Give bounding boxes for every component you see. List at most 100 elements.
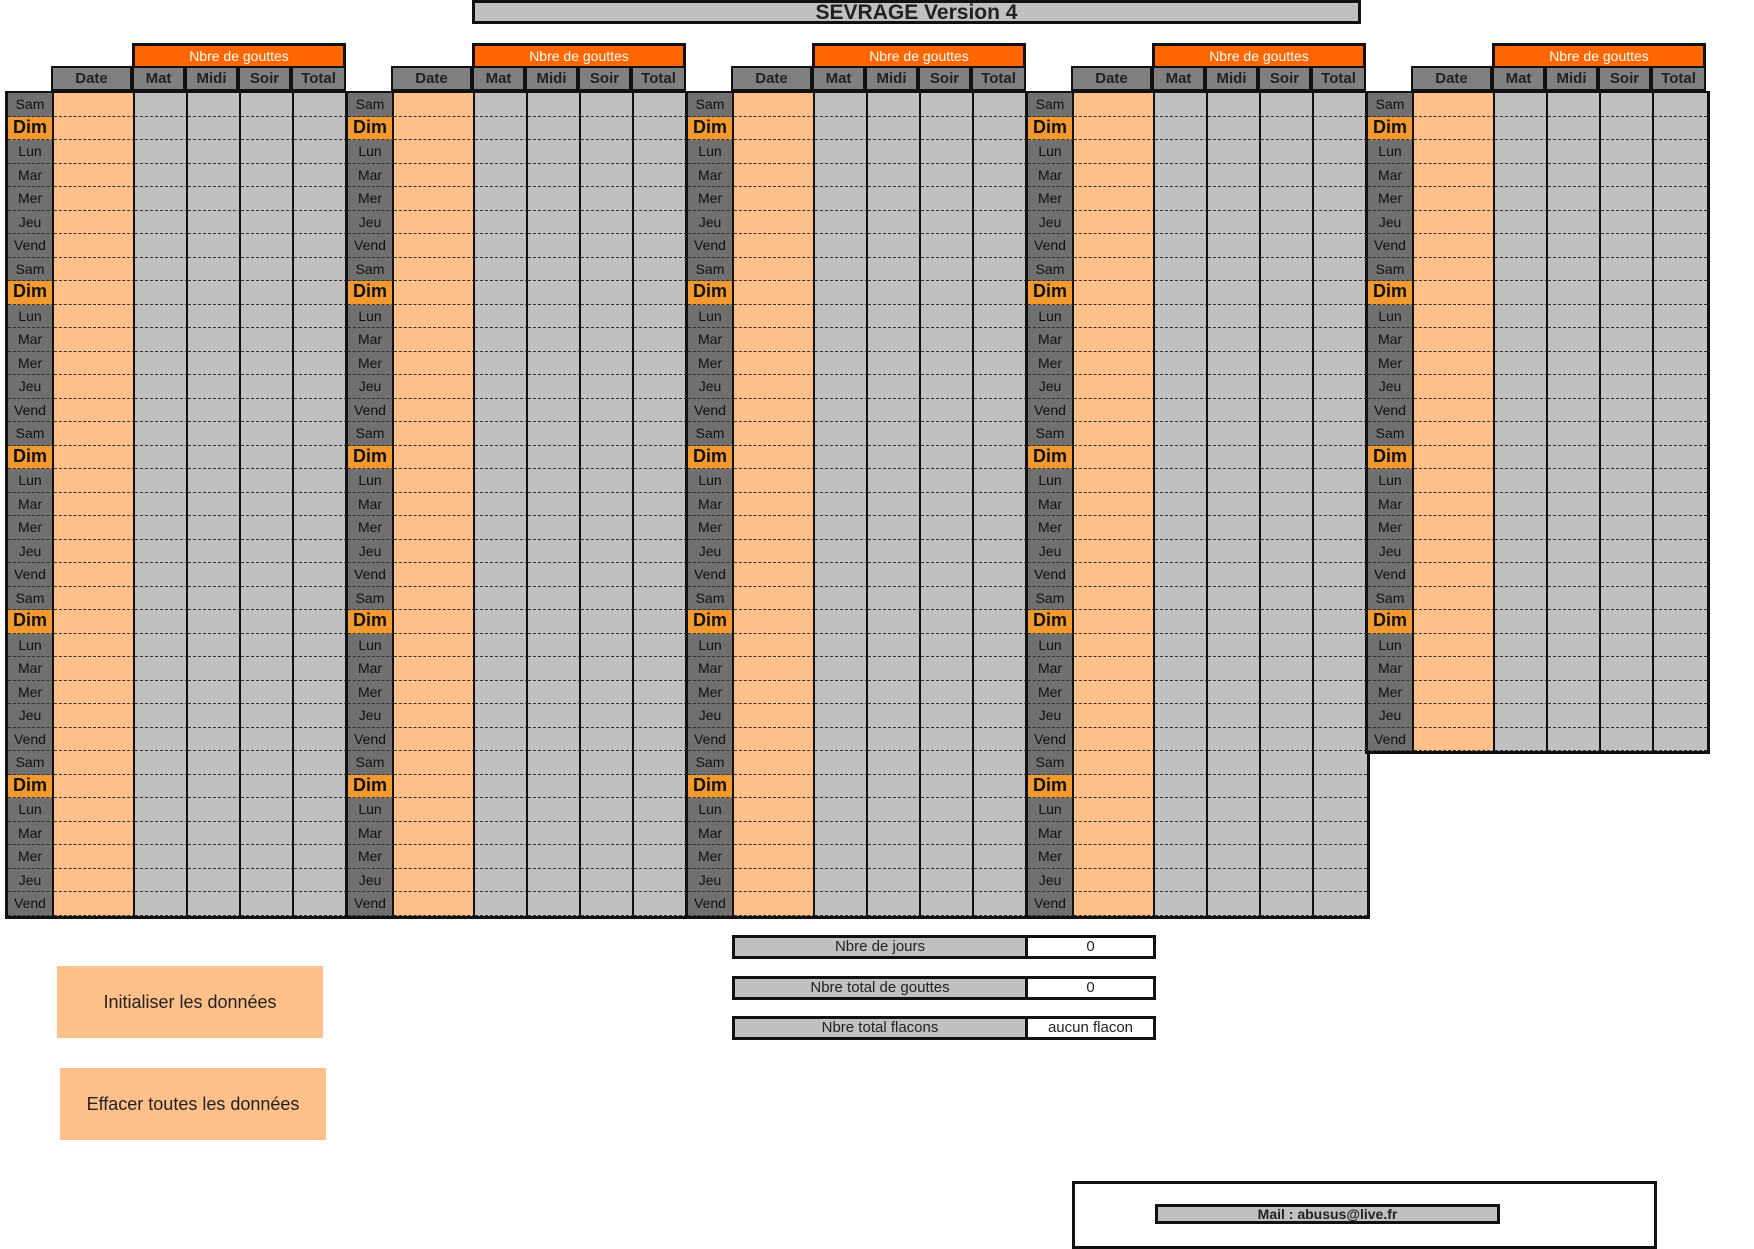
date-cell[interactable]: [54, 563, 135, 587]
soir-cell[interactable]: [241, 304, 294, 328]
mat-cell[interactable]: [475, 422, 528, 446]
midi-cell[interactable]: [188, 868, 241, 892]
date-cell[interactable]: [1414, 398, 1495, 422]
soir-cell[interactable]: [581, 610, 634, 634]
mat-cell[interactable]: [135, 845, 188, 869]
date-cell[interactable]: [1414, 375, 1495, 399]
midi-cell[interactable]: [528, 516, 581, 540]
midi-cell[interactable]: [188, 516, 241, 540]
midi-cell[interactable]: [528, 563, 581, 587]
midi-cell[interactable]: [868, 610, 921, 634]
soir-cell[interactable]: [241, 586, 294, 610]
date-cell[interactable]: [394, 140, 475, 164]
mat-cell[interactable]: [815, 798, 868, 822]
date-cell[interactable]: [734, 210, 815, 234]
date-cell[interactable]: [734, 751, 815, 775]
init-data-button[interactable]: Initialiser les données: [57, 966, 323, 1038]
mat-cell[interactable]: [815, 892, 868, 916]
mat-cell[interactable]: [135, 469, 188, 493]
mat-cell[interactable]: [475, 140, 528, 164]
mat-cell[interactable]: [1155, 892, 1208, 916]
mat-cell[interactable]: [475, 868, 528, 892]
mat-cell[interactable]: [475, 633, 528, 657]
date-cell[interactable]: [1414, 727, 1495, 751]
mat-cell[interactable]: [1155, 821, 1208, 845]
soir-cell[interactable]: [1601, 492, 1654, 516]
midi-cell[interactable]: [188, 281, 241, 305]
mat-cell[interactable]: [135, 563, 188, 587]
date-cell[interactable]: [394, 304, 475, 328]
mat-cell[interactable]: [1495, 328, 1548, 352]
date-cell[interactable]: [734, 821, 815, 845]
soir-cell[interactable]: [1261, 892, 1314, 916]
date-cell[interactable]: [1414, 422, 1495, 446]
date-cell[interactable]: [394, 469, 475, 493]
mat-cell[interactable]: [1495, 469, 1548, 493]
mat-cell[interactable]: [815, 868, 868, 892]
date-cell[interactable]: [394, 680, 475, 704]
date-cell[interactable]: [394, 257, 475, 281]
date-cell[interactable]: [394, 210, 475, 234]
midi-cell[interactable]: [528, 422, 581, 446]
soir-cell[interactable]: [1261, 680, 1314, 704]
mat-cell[interactable]: [815, 821, 868, 845]
date-cell[interactable]: [54, 234, 135, 258]
date-cell[interactable]: [734, 187, 815, 211]
mat-cell[interactable]: [1155, 727, 1208, 751]
date-cell[interactable]: [394, 586, 475, 610]
midi-cell[interactable]: [188, 304, 241, 328]
midi-cell[interactable]: [868, 210, 921, 234]
soir-cell[interactable]: [581, 281, 634, 305]
soir-cell[interactable]: [1601, 633, 1654, 657]
date-cell[interactable]: [394, 704, 475, 728]
midi-cell[interactable]: [528, 257, 581, 281]
mat-cell[interactable]: [475, 563, 528, 587]
date-cell[interactable]: [394, 892, 475, 916]
date-cell[interactable]: [394, 398, 475, 422]
mat-cell[interactable]: [475, 375, 528, 399]
midi-cell[interactable]: [188, 469, 241, 493]
mat-cell[interactable]: [475, 727, 528, 751]
mat-cell[interactable]: [475, 328, 528, 352]
soir-cell[interactable]: [581, 516, 634, 540]
soir-cell[interactable]: [581, 163, 634, 187]
midi-cell[interactable]: [868, 492, 921, 516]
date-cell[interactable]: [394, 375, 475, 399]
date-cell[interactable]: [1074, 774, 1155, 798]
midi-cell[interactable]: [1208, 892, 1261, 916]
midi-cell[interactable]: [1208, 774, 1261, 798]
midi-cell[interactable]: [868, 93, 921, 117]
mat-cell[interactable]: [1155, 492, 1208, 516]
date-cell[interactable]: [1074, 845, 1155, 869]
soir-cell[interactable]: [921, 845, 974, 869]
soir-cell[interactable]: [241, 163, 294, 187]
mat-cell[interactable]: [135, 445, 188, 469]
midi-cell[interactable]: [188, 798, 241, 822]
soir-cell[interactable]: [1261, 398, 1314, 422]
soir-cell[interactable]: [1601, 445, 1654, 469]
midi-cell[interactable]: [868, 892, 921, 916]
date-cell[interactable]: [734, 610, 815, 634]
midi-cell[interactable]: [868, 328, 921, 352]
soir-cell[interactable]: [1261, 445, 1314, 469]
soir-cell[interactable]: [921, 751, 974, 775]
soir-cell[interactable]: [581, 93, 634, 117]
mat-cell[interactable]: [1155, 304, 1208, 328]
midi-cell[interactable]: [868, 187, 921, 211]
mat-cell[interactable]: [815, 539, 868, 563]
mat-cell[interactable]: [815, 657, 868, 681]
soir-cell[interactable]: [1601, 375, 1654, 399]
midi-cell[interactable]: [1208, 445, 1261, 469]
soir-cell[interactable]: [1261, 351, 1314, 375]
soir-cell[interactable]: [1261, 704, 1314, 728]
mat-cell[interactable]: [815, 422, 868, 446]
soir-cell[interactable]: [1261, 821, 1314, 845]
mat-cell[interactable]: [815, 234, 868, 258]
soir-cell[interactable]: [241, 492, 294, 516]
mat-cell[interactable]: [815, 328, 868, 352]
midi-cell[interactable]: [1208, 93, 1261, 117]
date-cell[interactable]: [1414, 563, 1495, 587]
soir-cell[interactable]: [921, 422, 974, 446]
midi-cell[interactable]: [528, 774, 581, 798]
mat-cell[interactable]: [1495, 610, 1548, 634]
